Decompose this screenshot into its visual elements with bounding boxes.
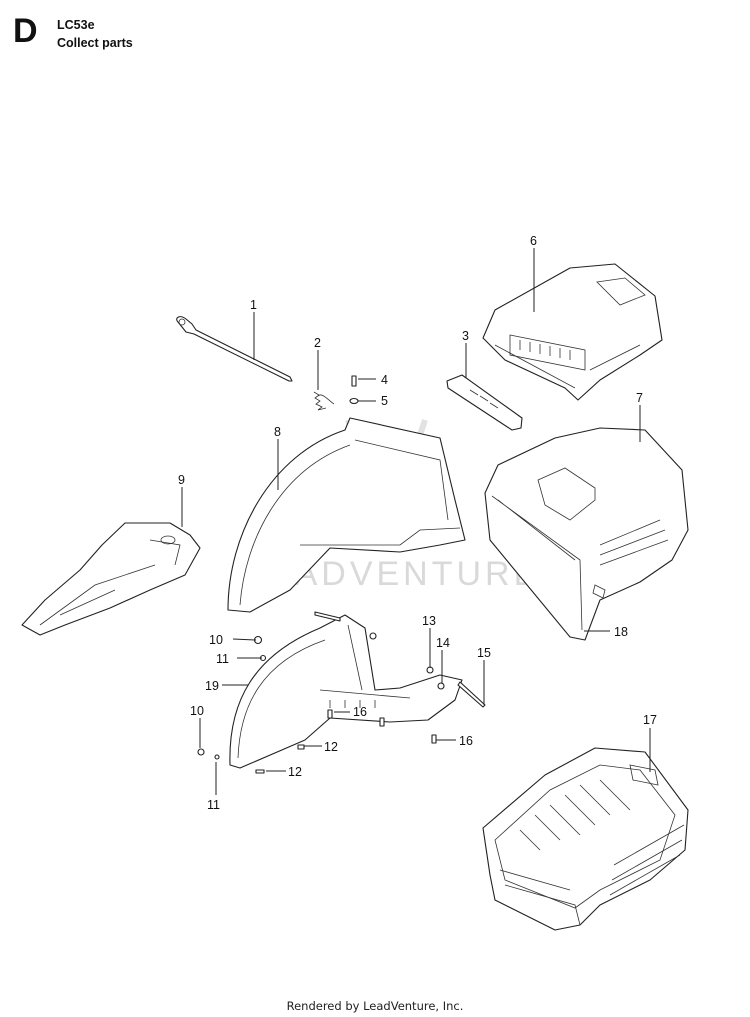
callout-15: 15 xyxy=(477,646,491,660)
callout-3: 3 xyxy=(462,329,469,343)
part-lid[interactable] xyxy=(482,263,663,401)
part-rod[interactable] xyxy=(176,316,293,382)
callout-14: 14 xyxy=(436,636,450,650)
part-upper-frame[interactable] xyxy=(484,427,689,641)
callout-7: 7 xyxy=(636,391,643,405)
callout-5: 5 xyxy=(381,394,388,408)
callout-6: 6 xyxy=(530,234,537,248)
callout-12-upper: 12 xyxy=(324,740,338,754)
page-title: Collect parts xyxy=(57,36,133,50)
part-handle[interactable] xyxy=(446,374,523,431)
model-name: LC53e xyxy=(57,18,95,32)
callout-16-left: 16 xyxy=(353,705,367,719)
part-spring[interactable] xyxy=(313,391,335,411)
callout-11-lower: 11 xyxy=(207,798,220,812)
callout-16-right: 16 xyxy=(459,734,473,748)
section-letter: D xyxy=(13,12,38,50)
part-side-deflector[interactable] xyxy=(21,522,201,636)
part-upper-chute[interactable] xyxy=(227,417,466,613)
callout-8: 8 xyxy=(274,425,281,439)
fastener-group[interactable] xyxy=(197,611,486,774)
footer-credit: Rendered by LeadVenture, Inc. xyxy=(286,999,464,1013)
callout-4: 4 xyxy=(381,373,388,387)
callout-1: 1 xyxy=(250,298,257,312)
part-lower-chute[interactable] xyxy=(229,614,463,769)
callout-12-lower: 12 xyxy=(288,765,302,779)
callout-11-upper: 11 xyxy=(216,652,229,666)
part-screw-washer[interactable] xyxy=(349,375,359,405)
leader-lines xyxy=(181,248,651,795)
callout-17: 17 xyxy=(643,713,657,727)
callout-2: 2 xyxy=(314,336,321,350)
callout-13: 13 xyxy=(422,614,436,628)
callout-10-upper: 10 xyxy=(209,633,223,647)
callout-18: 18 xyxy=(614,625,628,639)
callout-labels: 1 2 3 4 5 6 7 8 9 10 11 10 11 12 12 13 1… xyxy=(178,234,657,812)
part-grass-basket[interactable] xyxy=(482,747,689,931)
callout-19: 19 xyxy=(205,679,219,693)
callout-10-lower: 10 xyxy=(190,704,204,718)
callout-9: 9 xyxy=(178,473,185,487)
